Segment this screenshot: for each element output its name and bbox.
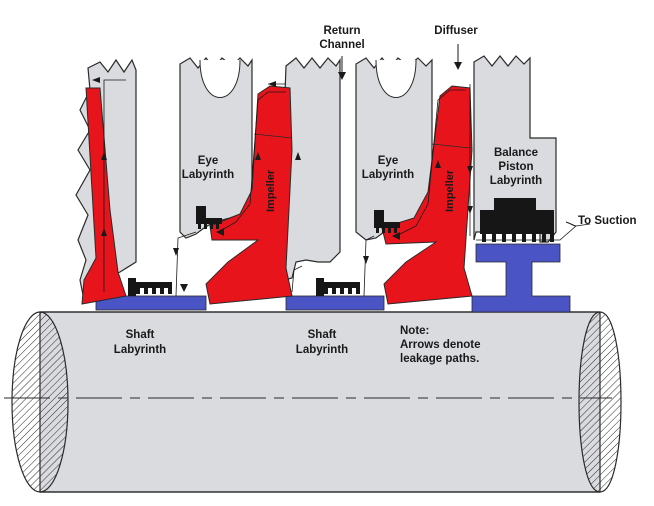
impeller-blade-lines [253,133,471,149]
shaft-labyrinth-1 [128,278,172,296]
label-eye-labyrinth-1b: Labyrinth [182,169,234,181]
balance-piston-labyrinth [480,198,554,242]
label-eye-labyrinth-1a: Eye [198,155,218,167]
eye-labyrinth-2 [374,210,400,233]
casing-diaphragm-2 [283,57,341,281]
arrow [255,152,261,160]
label-balance-piston-2: Piston [498,161,533,173]
arrow [392,232,400,240]
arrow [101,152,107,160]
spacer-1 [95,295,207,311]
note-line-2: Arrows denote [400,339,481,351]
note-title: Note: [400,325,429,337]
label-shaft-labyrinth-1a: Shaft [126,329,155,341]
label-eye-labyrinth-2b: Labyrinth [362,169,414,181]
label-pointers [195,44,577,227]
arrow [467,206,473,214]
arrow [295,152,301,160]
shaft-left-end [11,311,69,493]
label-to-suction: To Suction [578,215,637,227]
eye-labyrinth-1 [196,206,222,229]
casing-balance-housing [473,55,557,243]
leakage-paths [92,77,591,297]
label-impeller-2: Impeller [444,169,456,212]
casing [75,55,557,301]
shaft-spacers [95,243,571,313]
label-shaft-labyrinth-2a: Shaft [308,329,337,341]
arrow [173,248,179,256]
label-impeller-1: Impeller [265,169,277,212]
arrow [92,77,100,83]
label-balance-piston-3: Labyrinth [490,175,542,187]
balance-piston-drum [471,243,571,313]
casing-diaphragm-1-inner [199,59,241,98]
shaft-labyrinth-2 [316,278,360,296]
label-return-channel-2: Channel [319,39,364,51]
label-balance-piston-1: Balance [494,147,538,159]
arrow [467,166,473,174]
labyrinths [128,198,554,296]
label-shaft-labyrinth-1b: Labyrinth [114,344,166,356]
arrow [216,228,224,236]
note-line-3: leakage paths. [400,353,479,365]
casing-diaphragm-3-inner [375,59,417,98]
label-diffuser: Diffuser [434,25,478,37]
arrow [268,81,276,87]
shaft-right-end [578,311,622,493]
arrow [101,228,107,236]
arrow [363,256,369,264]
spacer-2 [285,295,385,311]
label-eye-labyrinth-2a: Eye [378,155,398,167]
casing-diaphragm-1 [179,57,253,239]
diagram-labels: Return Channel Diffuser Eye Labyrinth Ey… [114,25,637,365]
arrow [180,284,188,292]
label-return-channel-1: Return [323,25,360,37]
label-shaft-labyrinth-2b: Labyrinth [296,344,348,356]
shaft [4,311,622,493]
impeller-1 [205,85,293,305]
arrow [435,160,441,168]
